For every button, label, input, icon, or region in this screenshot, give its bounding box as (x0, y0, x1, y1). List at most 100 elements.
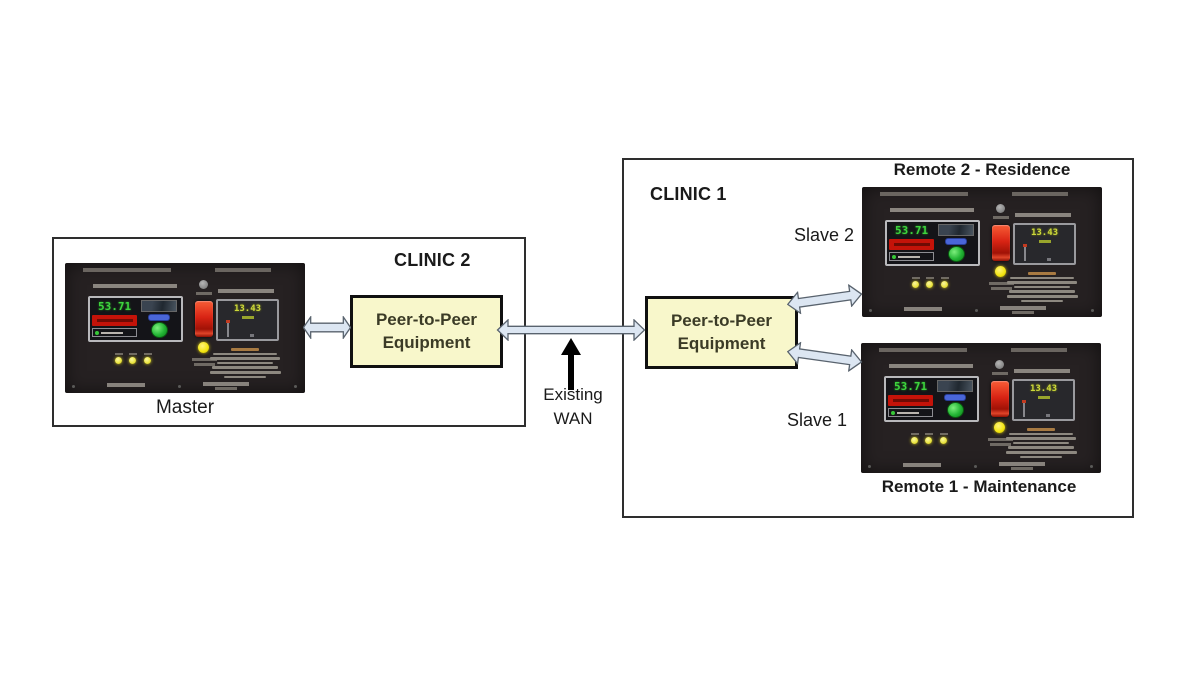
wan-bidirectional-arrow-icon (496, 319, 646, 341)
warning-text-block (1003, 272, 1081, 303)
status-strip (888, 408, 934, 417)
warning-line-bar (1013, 441, 1069, 445)
panel-header-text-bar (215, 268, 271, 272)
warning-line-bar (1010, 276, 1074, 280)
status-text-bar (897, 411, 919, 414)
panel-screw (1090, 465, 1093, 468)
switch-label-bar (192, 358, 217, 361)
panel-screw (868, 465, 871, 468)
alert-text-bar (892, 399, 929, 402)
led-label-bar (940, 433, 948, 435)
led-label-bar (926, 277, 934, 279)
green-confirm-button (150, 321, 168, 338)
warning-line-bar (209, 370, 281, 374)
clinic1-title: CLINIC 1 (650, 184, 727, 204)
power-rocker-switch (991, 381, 1009, 417)
bidirectional-arrow-icon (303, 316, 351, 339)
slave2-device-panel: 53.71 13.43 (862, 187, 1102, 317)
panel-screw (869, 309, 872, 312)
touchscreen-caption-bar (890, 208, 974, 212)
switch-label-bar (194, 363, 215, 366)
panel-header-text-bar (83, 268, 171, 272)
wan-label-line2: WAN (553, 408, 593, 428)
reading-unit-bar (241, 316, 254, 319)
primary-reading: 53.71 (894, 380, 928, 393)
status-led (115, 357, 122, 364)
slave1-device-panel: 53.71 13.43 (861, 343, 1101, 473)
footer-text-bar (904, 307, 942, 311)
warning-line-bar (1021, 299, 1063, 303)
alert-text-bar (96, 319, 133, 322)
start-label-bar (196, 292, 212, 295)
slave1-label: Slave 1 (786, 410, 847, 430)
panel-screw (72, 385, 75, 388)
warning-line-bar (213, 352, 277, 356)
remote2-title: Remote 2 - Residence (893, 160, 1071, 179)
touchscreen-right-column (936, 224, 976, 262)
panel-header-text-bar (1012, 192, 1068, 196)
green-status-dot (891, 410, 895, 415)
status-led (144, 357, 151, 364)
warning-heading-bar (231, 348, 259, 351)
warning-line-bar (1006, 437, 1076, 440)
footer-text-bar (1012, 311, 1034, 314)
yellow-indicator-light (995, 266, 1006, 277)
status-led (912, 281, 919, 288)
touchscreen-caption-bar (93, 284, 177, 288)
footer-text-bar (107, 383, 145, 387)
master-label: Master (155, 397, 215, 418)
switch-label-bar (990, 443, 1011, 446)
start-button (199, 280, 208, 289)
gauge-dot (250, 334, 254, 337)
bidirectional-arrow-icon (785, 283, 863, 316)
secondary-reading: 13.43 (1030, 228, 1059, 238)
blue-button (148, 314, 171, 321)
existing-wan-label: Existing WAN (528, 383, 618, 431)
display-caption-bar (1015, 213, 1071, 217)
secondary-display: 13.43 (1012, 379, 1075, 421)
warning-line-bar (1007, 281, 1077, 284)
alert-text-bar (893, 243, 930, 246)
up-arrow-icon (561, 338, 581, 390)
start-button (996, 204, 1005, 213)
gauge-dot (1047, 258, 1051, 261)
gauge-line (1023, 244, 1027, 261)
warning-heading-bar (1028, 272, 1056, 275)
footer-text-bar (999, 462, 1045, 466)
secondary-display: 13.43 (1013, 223, 1076, 265)
p2p-label-line2: Equipment (382, 332, 471, 352)
clinic2-title: CLINIC 2 (394, 250, 471, 270)
green-confirm-button (946, 401, 964, 418)
gauge-line (1022, 400, 1026, 417)
touchscreen-left-column: 53.71 (92, 300, 138, 338)
panel-screw (975, 309, 978, 312)
control-panel: 53.71 13.43 (861, 343, 1101, 473)
switch-label-bar (991, 287, 1012, 290)
led-label-bar (925, 433, 933, 435)
p2p-label-line1: Peer-to-Peer (670, 310, 773, 330)
status-led (941, 281, 948, 288)
yellow-indicator-light (198, 342, 209, 353)
wan-label-line1: Existing (543, 385, 603, 404)
primary-reading: 53.71 (98, 300, 132, 313)
warning-line-bar (1005, 450, 1077, 454)
gauge-dot (1046, 414, 1050, 417)
status-led (129, 357, 136, 364)
start-button (995, 360, 1004, 369)
switch-label-bar (988, 438, 1013, 441)
warning-line-bar (210, 357, 280, 360)
warning-line-bar (212, 366, 278, 369)
panel-header-text-bar (1011, 348, 1067, 352)
led-label-bar (115, 353, 123, 355)
camera-thumbnail (140, 300, 178, 313)
warning-text-block (1002, 428, 1080, 459)
warning-line-bar (1009, 290, 1075, 293)
blue-button (945, 238, 968, 245)
alert-banner (888, 395, 934, 406)
primary-reading: 53.71 (895, 224, 929, 237)
blue-button (944, 394, 967, 401)
led-label-bar (144, 353, 152, 355)
green-status-dot (892, 254, 896, 259)
display-caption-bar (218, 289, 274, 293)
power-rocker-switch (992, 225, 1010, 261)
